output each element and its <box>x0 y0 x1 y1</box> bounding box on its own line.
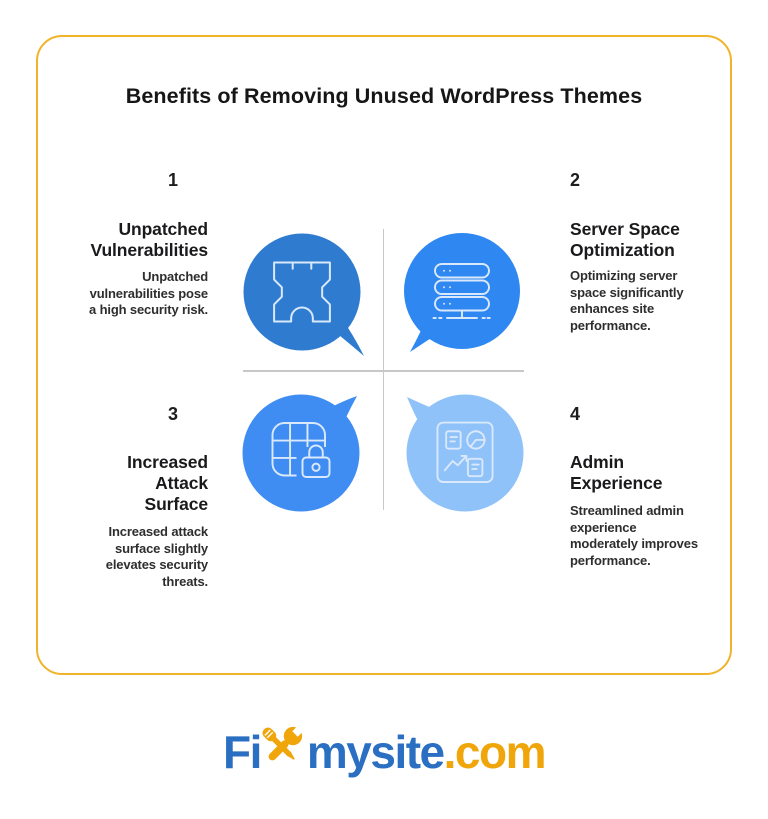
logo-text-fi: Fi <box>222 726 262 778</box>
quadrant-3-number: 3 <box>167 404 178 424</box>
speech-bubble-2 <box>404 233 520 352</box>
bubble-circle <box>243 233 361 351</box>
server-stack-icon <box>432 263 491 319</box>
padlock-icon <box>301 444 331 478</box>
dashboard-icon <box>436 421 494 483</box>
wrench-icon <box>268 724 305 761</box>
quadrant-1-description: Unpatched vulnerabilities pose a high se… <box>89 269 208 317</box>
quadrant-4-number: 4 <box>570 404 581 424</box>
speech-bubble-1 <box>243 233 364 356</box>
bubble-circle <box>404 233 520 349</box>
fixmysite-logo: Fi mysite .com <box>0 716 768 788</box>
fortress-icon <box>273 261 331 323</box>
quadrant-1-title: Unpatched Vulnerabilities <box>90 219 209 260</box>
quadrant-4-description: Streamlined admin experience moderately … <box>570 503 698 568</box>
speech-bubble-3 <box>242 394 360 512</box>
page-title: Benefits of Removing Unused WordPress Th… <box>125 84 643 108</box>
grid-lock-icon <box>271 422 336 485</box>
quadrant-4-title: Admin Experience <box>570 452 663 493</box>
logo-text-mysite: mysite <box>306 726 445 778</box>
quadrant-2-title: Server Space Optimization <box>570 219 680 260</box>
quadrant-3-description: Increased attack surface slightly elevat… <box>105 524 208 589</box>
logo-text-com: .com <box>443 726 547 778</box>
quadrant-3-title: Increased Attack Surface <box>127 452 208 514</box>
quadrant-2-number: 2 <box>570 170 581 190</box>
bubble-circle <box>406 394 524 512</box>
crossed-wrench-screwdriver-icon <box>262 724 305 761</box>
vertical-divider <box>382 229 384 510</box>
horizontal-divider <box>243 370 524 372</box>
quadrant-2-description: Optimizing server space significantly en… <box>570 268 684 333</box>
quadrant-1-number: 1 <box>167 170 178 190</box>
speech-bubble-4 <box>406 394 524 512</box>
infographic-card <box>36 35 732 675</box>
